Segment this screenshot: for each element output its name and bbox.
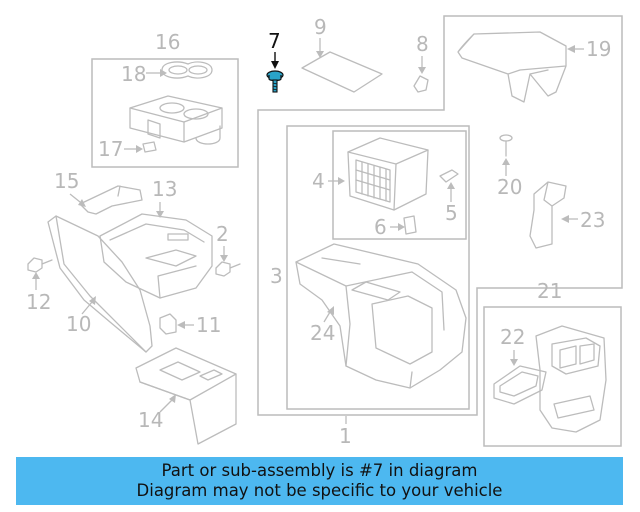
callout-2[interactable]: 2 [216,222,229,246]
group-21-box [483,306,622,447]
callout-7[interactable]: 7 [268,29,281,53]
callout-3[interactable]: 3 [270,264,283,288]
banner-line-1: Part or sub-assembly is #7 in diagram [161,461,478,480]
vent-part-22[interactable] [493,365,547,405]
clip-part-17[interactable] [142,141,157,153]
info-banner: Part or sub-assembly is #7 in diagram Di… [16,457,623,505]
callout-1[interactable]: 1 [339,424,352,448]
parts-diagram: 16 18 17 7 9 8 19 [26,15,623,448]
callout-20[interactable]: 20 [497,175,522,199]
clip-part-11[interactable] [159,313,177,335]
callout-11[interactable]: 11 [196,313,221,337]
callout-6[interactable]: 6 [374,215,387,239]
callout-12[interactable]: 12 [26,290,51,314]
group-3-box [286,125,470,410]
callout-4[interactable]: 4 [312,169,325,193]
callout-13[interactable]: 13 [152,177,177,201]
pad-part-9[interactable] [301,51,383,93]
callout-17[interactable]: 17 [98,137,123,161]
callout-18[interactable]: 18 [121,62,146,86]
callout-23[interactable]: 23 [580,208,605,232]
cup-holder-part-16[interactable] [129,95,223,145]
clip-part-8[interactable] [413,75,429,93]
callout-22[interactable]: 22 [500,325,525,349]
group-1-box [257,15,623,416]
bolt-part-2[interactable] [215,261,241,277]
screw-part-20[interactable] [499,134,513,157]
bracket-part-6[interactable] [403,215,417,235]
leader-24 [323,311,331,323]
bin-part-4[interactable] [347,137,429,211]
lower-panel-part-14[interactable] [135,347,237,445]
bolt-part-12[interactable] [27,257,53,273]
callout-24[interactable]: 24 [310,321,335,345]
callout-9[interactable]: 9 [314,15,327,39]
callout-10[interactable]: 10 [66,312,91,336]
group-4-box [332,130,467,240]
clip-part-5[interactable] [439,169,459,183]
callout-19[interactable]: 19 [586,37,611,61]
leader-10 [81,301,93,315]
duct-part-23[interactable] [529,181,567,249]
mounting-frame-part-13[interactable] [99,213,213,299]
armrest-lid-part-19[interactable] [457,31,567,103]
leader-7-arrow [271,61,279,69]
bracket-part-15[interactable] [79,185,143,215]
banner-line-2: Diagram may not be specific to your vehi… [136,481,503,500]
side-panel-part-10[interactable] [47,215,153,353]
rear-panel-part-21[interactable] [535,325,607,433]
callout-21[interactable]: 21 [537,279,562,303]
leader-14 [159,399,173,413]
console-body-part-24[interactable] [295,243,467,389]
callout-16[interactable]: 16 [155,30,180,54]
callout-15[interactable]: 15 [54,169,79,193]
leader-15 [69,193,81,203]
screw-part-7[interactable] [266,70,284,93]
group-16-box [91,58,239,168]
callout-5[interactable]: 5 [445,201,458,225]
callout-14[interactable]: 14 [138,408,163,432]
callout-8[interactable]: 8 [416,32,429,56]
cup-holder-insert-part-18[interactable] [161,61,213,79]
